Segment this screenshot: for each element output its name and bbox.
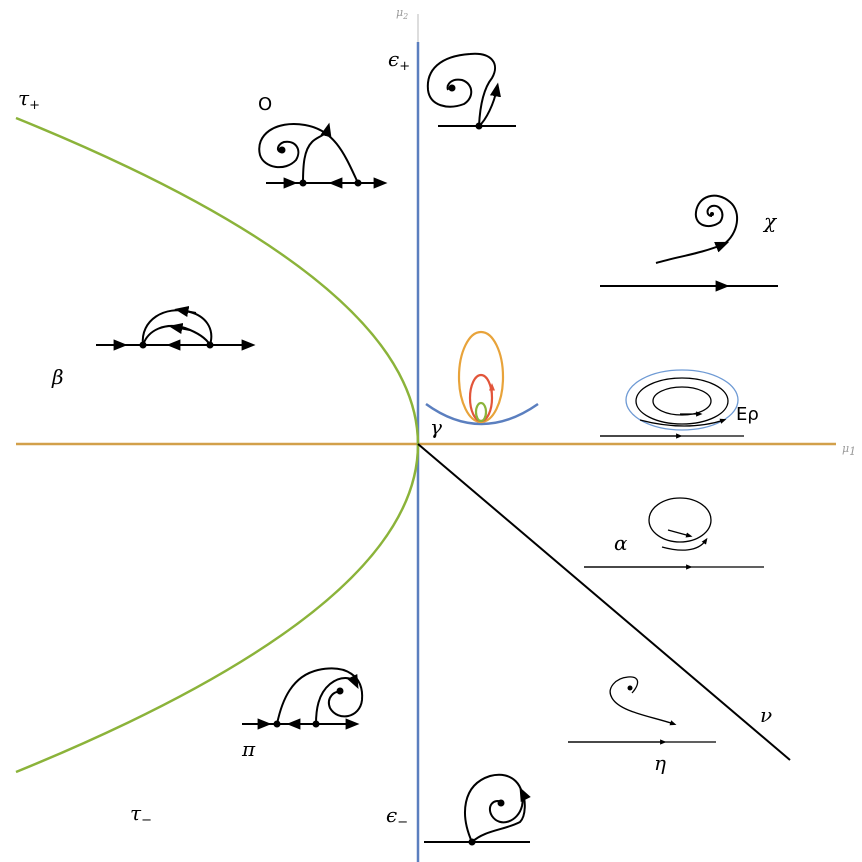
phase-portrait-eta [568,676,716,745]
epsilon-minus-label: ϵ− [386,803,408,830]
chi-region-label: χ [762,209,778,233]
phase-portrait-beta [96,306,256,351]
gamma-region-label: γ [430,415,442,439]
phase-portrait-pi [242,667,364,730]
eta-region-label: η [654,751,666,775]
tau-plus-label: τ+ [18,86,40,113]
beta-region-label: β [51,365,64,389]
phase-portrait-chi [600,194,778,292]
phase-portrait-alpha [584,497,764,570]
phase-portrait-epsilon-minus [424,773,531,846]
o-region-label: O [258,94,272,115]
phase-portrait-epsilon-plus [426,52,516,130]
erho-region-label: Eρ [736,404,759,425]
alpha-region-label: α [614,531,628,555]
phase-portrait-o [258,122,388,189]
mu2-axis-label: μ2 [396,6,408,21]
nu-curve-label: ν [760,703,772,727]
pi-region-label: π [241,737,256,761]
epsilon-plus-label: ϵ+ [388,47,410,74]
phase-portrait-gamma [425,330,539,426]
phase-portrait-e-rho [600,369,744,439]
tau-minus-label: τ− [130,801,152,828]
nu-curve [417,443,791,761]
mu1-axis-label: μ1 [842,442,856,458]
